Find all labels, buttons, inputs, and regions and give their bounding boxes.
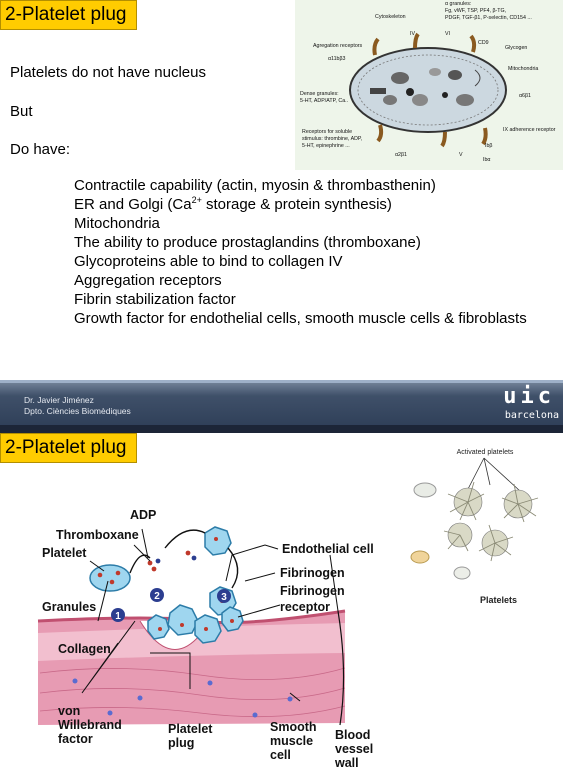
list-item: Fibrin stabilization factor <box>74 291 236 308</box>
list-item: ER and Golgi (Ca2+ storage & protein syn… <box>74 195 527 214</box>
diagram-label: Agregation receptors <box>313 43 363 49</box>
list-item: Growth factor for endothelial cells, smo… <box>74 310 527 327</box>
label-smooth-muscle: muscle <box>270 734 313 748</box>
diagram-label: IX adherence receptor <box>503 127 556 133</box>
but-text: But <box>10 103 33 120</box>
label-platelet: Platelet <box>42 546 87 560</box>
label-smooth-muscle: cell <box>270 748 291 762</box>
label-blood-vessel-wall: vessel <box>335 742 373 756</box>
label-collagen: Collagen <box>58 642 111 656</box>
platelet-structure-diagram: α granules: Fg, vWF, TSP, PF4, β-TG, PDG… <box>295 0 563 170</box>
step-marker: 1 <box>115 611 121 622</box>
logo-city: barcelona <box>504 410 559 421</box>
list-item: The ability to produce prostaglandins (t… <box>74 234 421 251</box>
label-platelet-plug: Platelet <box>168 722 213 736</box>
diagram-label: PDGF, TGF-β1, P-selectin, CD154 ... <box>445 15 532 21</box>
diagram-label: Ibβ <box>485 143 492 149</box>
slide-1: 2-Platelet plug Platelets do not have nu… <box>0 0 563 380</box>
feature-list: Contractile capability (actin, myosin & … <box>74 176 527 328</box>
list-item: Mitochondria <box>74 215 160 232</box>
step-marker: 3 <box>221 592 227 603</box>
list-item: Glycoproteins able to bind to collagen I… <box>74 253 343 270</box>
diagram-label: α granules: <box>445 1 471 7</box>
diagram-label: 5-HT, ADP/ATP, Ca.. <box>300 98 348 104</box>
label-blood-vessel-wall: Blood <box>335 728 370 742</box>
label-fibrinogen: Fibrinogen <box>280 566 345 580</box>
image-caption: Activated platelets <box>457 449 514 456</box>
diagram-label: V <box>459 152 463 158</box>
label-platelet-plug: plug <box>168 736 194 750</box>
label-fibrinogen-receptor: Fibrinogen <box>280 584 345 598</box>
label-adp: ADP <box>130 508 156 522</box>
label-von-willebrand: von <box>58 704 80 718</box>
footer-divider <box>0 380 563 383</box>
diagram-label: Fg, vWF, TSP, PF4, β-TG, <box>445 8 506 14</box>
diagram-label: IV <box>410 31 415 37</box>
slide-title: 2-Platelet plug <box>0 433 138 463</box>
step-marker: 2 <box>154 591 160 602</box>
label-von-willebrand: Willebrand <box>58 718 122 732</box>
diagram-label: Dense granules: <box>300 91 339 97</box>
diagram-label: stimulus: thrombine, ADP, <box>302 136 362 142</box>
slide-title: 2-Platelet plug <box>0 0 138 30</box>
diagram-label: VI <box>445 31 450 37</box>
diagram-label: Mitochondria <box>508 66 538 72</box>
slide-footer: Dr. Javier Jiménez Dpto. Ciències Biomèd… <box>0 380 563 433</box>
platelet-plug-diagram: 1 2 3 ADP Thromboxane Platelet Granules … <box>37 508 374 770</box>
list-item-text: ER and Golgi (Ca <box>74 196 192 213</box>
image-caption: Platelets <box>480 595 517 605</box>
list-item-text: storage & protein synthesis) <box>201 196 392 213</box>
diagram-label: Receptors for soluble <box>302 129 352 135</box>
label-granules: Granules <box>42 600 96 614</box>
diagram-label: 5-HT, epinephrine ... <box>302 143 350 149</box>
label-blood-vessel-wall: wall <box>334 756 359 770</box>
author-name: Dr. Javier Jiménez <box>24 395 94 405</box>
diagram-label: α6β1 <box>519 93 531 99</box>
author-block: Dr. Javier Jiménez Dpto. Ciències Biomèd… <box>24 395 131 417</box>
label-thromboxane: Thromboxane <box>56 528 139 542</box>
intro-text: Platelets do not have nucleus <box>10 64 206 81</box>
list-item: Contractile capability (actin, myosin & … <box>74 177 436 194</box>
footer-divider <box>0 425 563 433</box>
do-have-text: Do have: <box>10 141 71 158</box>
list-item: Aggregation receptors <box>74 272 222 289</box>
diagram-label: Glycogen <box>505 45 527 51</box>
superscript: 2+ <box>191 195 202 205</box>
resting-platelet <box>89 564 131 592</box>
activated-platelets-image: Activated platelets Platelets <box>410 449 539 605</box>
department: Dpto. Ciències Biomèdiques <box>24 406 131 416</box>
diagram-label: α11bβ3 <box>328 56 346 62</box>
label-von-willebrand: factor <box>58 732 93 746</box>
label-fibrinogen-receptor: receptor <box>280 600 330 614</box>
diagram-label: Cytoskeleton <box>375 14 406 20</box>
diagram-label: CD9 <box>478 40 489 46</box>
label-smooth-muscle: Smooth <box>270 720 317 734</box>
diagram-label: α2β1 <box>395 152 407 158</box>
uic-logo: uic <box>503 384 555 409</box>
slide-2: 2-Platelet plug Activated platelets Plat… <box>0 433 563 778</box>
label-endothelial-cell: Endothelial cell <box>282 542 374 556</box>
diagram-label: Ibα <box>483 157 490 163</box>
